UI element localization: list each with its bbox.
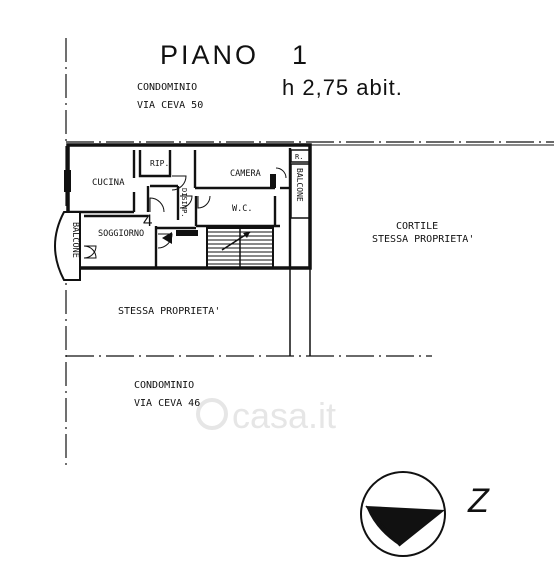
hallway-label: DISIMP. bbox=[180, 188, 188, 218]
interior-walls bbox=[68, 148, 292, 268]
boundary-lines bbox=[65, 38, 554, 468]
bedroom-label: CAMERA bbox=[230, 169, 261, 179]
apartment-walls bbox=[66, 143, 554, 356]
balcony-right: BALCONE bbox=[290, 163, 310, 219]
r-room bbox=[290, 149, 310, 163]
north-arrow-icon bbox=[360, 471, 446, 557]
balcony-left: BALCONE bbox=[54, 211, 81, 281]
neighbor-top-address: VIA CEVA 50 bbox=[137, 100, 203, 111]
watermark-logo-icon bbox=[196, 398, 228, 430]
lower-area-label: STESSA PROPRIETA' bbox=[118, 306, 220, 317]
staircase bbox=[206, 227, 274, 269]
floor-number: 1 bbox=[292, 40, 307, 70]
storage-label: RIP. bbox=[150, 159, 169, 168]
neighbor-bottom-address: VIA CEVA 46 bbox=[134, 398, 200, 409]
balcony-left-label: BALCONE bbox=[70, 222, 80, 258]
doors bbox=[83, 167, 287, 259]
balcony-right-label: BALCONE bbox=[295, 168, 304, 202]
watermark-text: casa.it bbox=[232, 395, 336, 436]
step-marker: 4 bbox=[143, 211, 152, 230]
north-label: Z bbox=[467, 482, 490, 520]
neighbor-top-name: CONDOMINIO bbox=[137, 82, 197, 93]
courtyard-label: CORTILE bbox=[396, 221, 438, 232]
r-room-label: R. bbox=[295, 153, 303, 161]
stairs-arrow-icon bbox=[243, 232, 250, 238]
ceiling-height: h 2,75 abit. bbox=[282, 75, 403, 100]
living-room-label: SOGGIORNO bbox=[98, 229, 144, 239]
wc-label: W.C. bbox=[232, 204, 252, 214]
neighbor-bottom-name: CONDOMINIO bbox=[134, 380, 194, 391]
entrance-arrow-icon bbox=[162, 232, 172, 244]
kitchen-label: CUCINA bbox=[92, 178, 125, 188]
courtyard-owner-label: STESSA PROPRIETA' bbox=[372, 234, 474, 245]
floor-title: PIANO bbox=[160, 40, 259, 70]
watermark: casa.it bbox=[196, 395, 336, 436]
